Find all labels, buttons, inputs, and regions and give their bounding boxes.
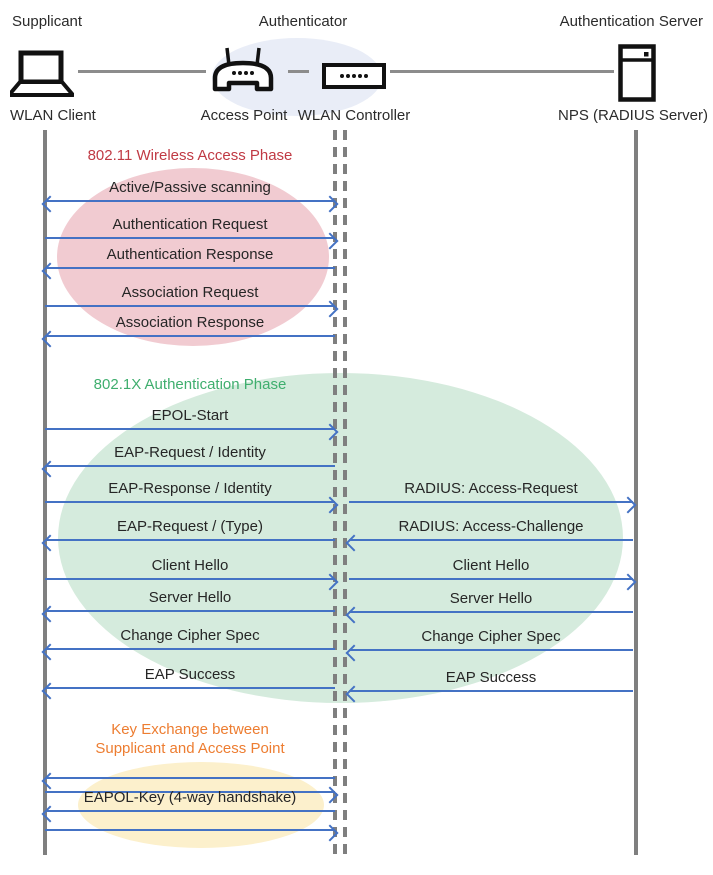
message-arrow-right <box>45 578 335 580</box>
message-label: Authentication Request <box>112 216 268 233</box>
message-label: EAPOL-Key (4-way handshake) <box>83 789 297 806</box>
message-arrow-right <box>45 305 335 307</box>
message-arrow-right <box>45 501 335 503</box>
phase3-title-line2: Supplicant and Access Point <box>95 740 285 757</box>
message-label: EAP-Request / Identity <box>114 444 266 461</box>
connector-line <box>78 70 206 73</box>
message-arrow-left <box>45 267 335 269</box>
message-arrow-right <box>45 428 335 430</box>
message-arrow-left <box>45 648 335 650</box>
supplicant-lifeline <box>43 130 47 855</box>
message-arrow-left <box>349 611 633 613</box>
access-point-icon <box>212 47 274 92</box>
device-label-wlan-controller: WLAN Controller <box>297 107 411 124</box>
phase2-title: 802.1X Authentication Phase <box>93 376 287 393</box>
message-arrow-right <box>349 578 633 580</box>
message-arrow-right <box>45 829 335 831</box>
message-label: Active/Passive scanning <box>109 179 271 196</box>
message-label: Change Cipher Spec <box>120 627 260 644</box>
laptop-icon <box>10 50 74 97</box>
message-arrow-left <box>45 610 335 612</box>
message-arrow-both <box>45 200 335 202</box>
phase1-title: 802.11 Wireless Access Phase <box>87 147 293 164</box>
message-label: EPOL-Start <box>151 407 229 424</box>
device-label-access-point: Access Point <box>200 107 288 124</box>
message-label: Authentication Response <box>106 246 274 263</box>
phase3-title-line1: Key Exchange between <box>111 721 269 738</box>
device-label-wlan-client: WLAN Client <box>10 107 96 124</box>
message-label: Client Hello <box>151 557 229 574</box>
message-arrow-left <box>45 465 335 467</box>
role-label-authentication-server: Authentication Server <box>559 13 703 30</box>
message-label: RADIUS: Access-Request <box>404 480 578 497</box>
message-arrow-left <box>45 539 335 541</box>
device-label-nps-radius-server: NPS (RADIUS Server) <box>557 107 709 124</box>
message-label: Server Hello <box>449 590 533 607</box>
message-arrow-left <box>349 539 633 541</box>
message-label: RADIUS: Access-Challenge <box>398 518 584 535</box>
message-label: Association Request <box>121 284 259 301</box>
connector-dash <box>288 70 309 73</box>
wlan-controller-icon <box>322 63 386 89</box>
message-arrow-left <box>45 777 335 779</box>
message-arrow-left <box>45 687 335 689</box>
connector-line <box>390 70 614 73</box>
message-arrow-right <box>349 501 633 503</box>
authenticator-lifeline-right <box>343 130 347 855</box>
message-label: EAP Success <box>144 666 236 683</box>
authenticator-lifeline-left <box>333 130 337 855</box>
message-label: EAP Success <box>445 669 537 686</box>
message-arrow-right <box>45 791 335 793</box>
message-arrow-left <box>45 810 335 812</box>
message-arrow-left <box>349 690 633 692</box>
message-arrow-left <box>349 649 633 651</box>
server-lifeline <box>634 130 638 855</box>
phase1-ellipse <box>57 168 329 346</box>
role-label-authenticator: Authenticator <box>258 13 348 30</box>
message-label: Association Response <box>115 314 265 331</box>
message-label: EAP-Response / Identity <box>108 480 272 497</box>
message-label: EAP-Request / (Type) <box>117 518 263 535</box>
message-label: Client Hello <box>452 557 530 574</box>
message-arrow-left <box>45 335 335 337</box>
message-arrow-right <box>45 237 335 239</box>
server-icon <box>618 44 656 102</box>
message-label: Server Hello <box>148 589 232 606</box>
message-label: Change Cipher Spec <box>421 628 561 645</box>
role-label-supplicant: Supplicant <box>12 13 83 30</box>
